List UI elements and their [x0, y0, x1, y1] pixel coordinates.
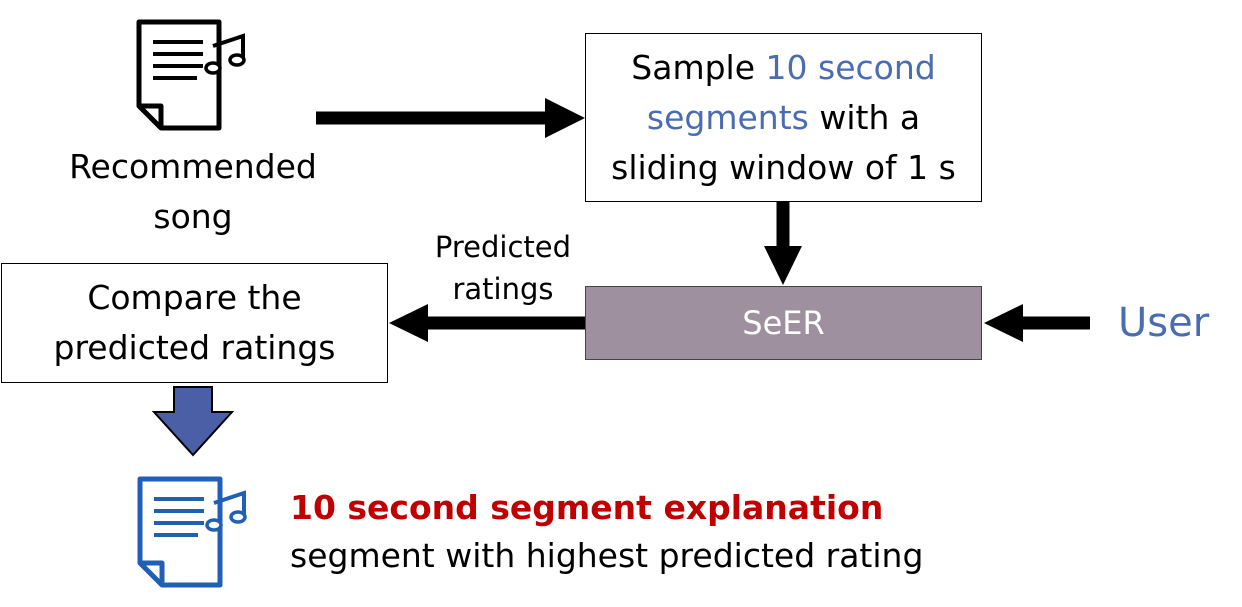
arrow-sample-to-seer: [764, 202, 802, 285]
seer-model-box: SeER: [585, 286, 982, 360]
music-document-icon: [121, 8, 261, 140]
output-subtitle: segment with highest predicted rating: [290, 536, 924, 575]
predicted-ratings-label: Predicted ratings: [434, 230, 572, 306]
user-label: User: [1118, 300, 1210, 346]
output-explanation: 10 second segment explanation segment wi…: [290, 484, 990, 580]
music-document-icon: [122, 465, 262, 597]
compare-ratings-box: Compare the predicted ratings: [1, 263, 388, 383]
sample-line2: segments with a: [646, 97, 921, 137]
sample-line1: Sample 10 second: [631, 47, 936, 87]
arrow-user-to-seer: [984, 304, 1090, 342]
output-title: 10 second segment explanation: [290, 488, 884, 527]
arrow-compare-to-output: [151, 386, 235, 457]
seer-label: SeER: [742, 304, 825, 342]
sample-line3: sliding window of 1 s: [611, 147, 956, 187]
sample-segments-box: Sample 10 second segments with a sliding…: [585, 33, 982, 202]
arrow-seer-to-compare: [389, 304, 585, 342]
arrow-song-to-sample: [316, 98, 585, 138]
input-song-label: Recommended song: [69, 147, 317, 236]
